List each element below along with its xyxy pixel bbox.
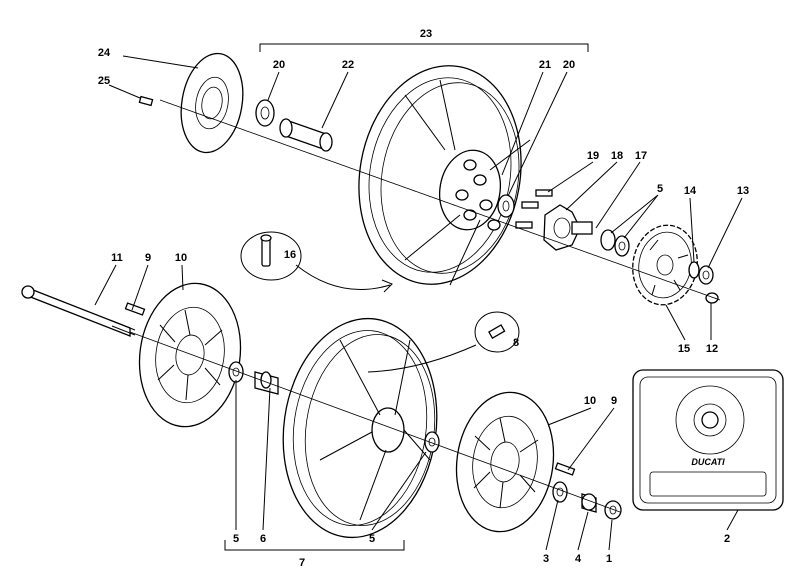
front-caliper-bolt-right: [554, 462, 576, 476]
rear-bearing-right: [497, 194, 515, 218]
axle-spacer: [581, 493, 597, 513]
front-bearing-left: [228, 361, 244, 383]
callout-13: 13: [737, 185, 749, 197]
disc-bolt: [138, 95, 154, 107]
leader-lines: [94, 55, 743, 551]
front-brake-disc-left: [138, 282, 242, 428]
callout-20-right: 20: [563, 59, 575, 71]
front-spacer: [254, 371, 279, 395]
sprocket-carrier-bolts: [515, 189, 553, 229]
front-brake-disc-right: [455, 391, 555, 533]
callout-17: 17: [635, 150, 647, 162]
rear-bearing-left: [255, 99, 275, 127]
callout-19: 19: [587, 150, 599, 162]
callout-1: 1: [606, 553, 612, 565]
front-axle: [21, 285, 136, 337]
axle-washer: [552, 481, 568, 503]
rear-wheel-rim: [358, 65, 531, 286]
front-wheel-assembly: [21, 282, 622, 551]
rear-wheel-assembly: [138, 43, 721, 306]
sprocket-washer: [688, 261, 700, 279]
callout-4: 4: [575, 553, 582, 565]
callout-20-left: 20: [273, 59, 285, 71]
callout-2: 2: [724, 533, 730, 545]
callout-21: 21: [539, 59, 551, 71]
callout-16: 16: [284, 249, 296, 261]
callout-labels: 23 24 25 20 22 21 20 19 18 17 5 14 13 16…: [98, 28, 749, 569]
callout-10-right: 10: [584, 395, 596, 407]
callout-22: 22: [342, 59, 354, 71]
callout-14: 14: [684, 185, 697, 197]
sprocket-stud: [705, 292, 719, 304]
callout-25: 25: [98, 75, 110, 87]
callout-9-left: 9: [145, 252, 151, 264]
callout-5-rear: 5: [657, 183, 663, 195]
sprocket-nut: [698, 265, 714, 285]
rear-brake-disc: [180, 52, 244, 154]
callout-18: 18: [611, 150, 623, 162]
callout-8: 8: [513, 337, 519, 349]
callout-5-front-right: 5: [369, 533, 375, 545]
callout-3: 3: [543, 553, 549, 565]
callout-5-front-left: 5: [233, 533, 239, 545]
front-bearing-right: [424, 431, 440, 453]
rear-spacer: [279, 118, 333, 152]
callout-11: 11: [111, 252, 123, 264]
rear-valve: [240, 231, 393, 293]
axle-nut: [604, 500, 622, 520]
callout-7: 7: [299, 557, 305, 569]
plate-logo: DUCATI: [691, 457, 725, 467]
callout-10-left: 10: [175, 252, 187, 264]
callout-12: 12: [706, 343, 718, 355]
callout-23: 23: [420, 28, 432, 40]
callout-15: 15: [678, 343, 690, 355]
sprocket-carrier: [543, 204, 593, 251]
front-caliper-bolt-left: [124, 302, 146, 316]
front-wheel-rim: [282, 317, 438, 539]
callout-9-right: 9: [611, 395, 617, 407]
carrier-bearing: [600, 229, 630, 257]
callout-6: 6: [260, 533, 266, 545]
callout-24: 24: [98, 47, 111, 59]
chain-guard-plate: DUCATI: [632, 369, 784, 511]
front-valve: [367, 311, 520, 373]
